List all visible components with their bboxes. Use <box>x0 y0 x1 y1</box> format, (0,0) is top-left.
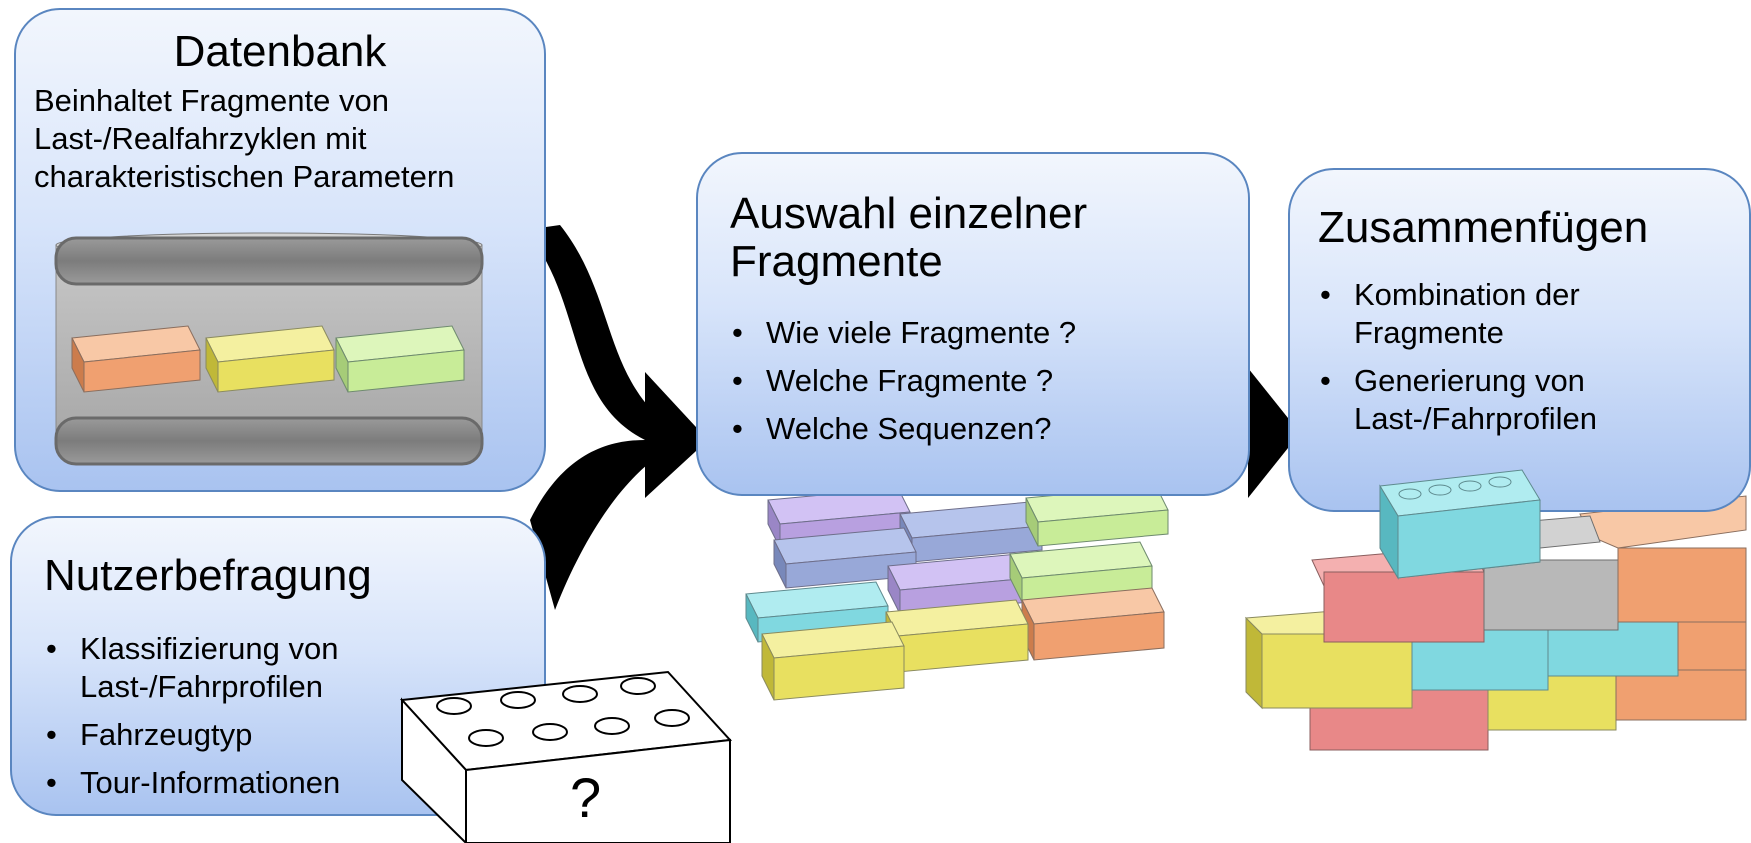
zusammenfuegen-bullet-1: Kombination der Fragmente <box>1318 276 1654 352</box>
auswahl-bullet-1: Wie viele Fragmente ? <box>730 314 1210 352</box>
datenbank-description: Beinhaltet Fragmente von Last-/Realfahrz… <box>34 82 454 196</box>
cylinder-top-ring <box>54 236 484 286</box>
wall-top-brick <box>1379 469 1541 580</box>
brick-green-db <box>335 325 465 393</box>
merge-arrow <box>525 225 708 610</box>
auswahl-bullet-3: Welche Sequenzen? <box>730 410 1210 448</box>
brick-slate-2 <box>773 527 917 589</box>
datenbank-description-line-1: Beinhaltet Fragmente von <box>34 83 389 118</box>
zusammenfuegen-bullet-2: Generierung von Last-/Fahrprofilen <box>1318 362 1751 438</box>
datenbank-title: Datenbank <box>173 27 387 76</box>
zusammenfuegen-title: Zusammenfügen <box>1318 203 1649 252</box>
brick-yellow-2 <box>761 621 905 701</box>
datenbank-description-line-2: Last-/Realfahrzyklen mit <box>34 121 367 156</box>
brick-yellow-db <box>205 325 335 393</box>
brick-orange-db <box>71 325 201 393</box>
datenbank-description-line-3: charakteristischen Parametern <box>34 159 455 194</box>
auswahl-bullets: Wie viele Fragmente ? Welche Fragmente ?… <box>730 314 1210 458</box>
nutzerbefragung-bullets: Klassifizierung von Last-/Fahrprofilen F… <box>44 630 504 812</box>
brick-orange-1 <box>1021 587 1165 661</box>
auswahl-title: Auswahl einzelner Fragmente <box>730 190 1087 286</box>
unknown-brick-label: ? <box>570 766 602 829</box>
nutzerbefragung-title: Nutzerbefragung <box>44 551 372 600</box>
auswahl-title-line-1: Auswahl einzelner <box>730 189 1088 238</box>
unknown-brick <box>399 670 733 843</box>
cylinder-bottom-ring <box>54 416 484 466</box>
zusammenfuegen-bullets: Kombination der Fragmente Generierung vo… <box>1318 276 1738 448</box>
nutzerbefragung-bullet-2: Fahrzeugtyp <box>44 716 504 754</box>
forward-arrow <box>1248 368 1300 498</box>
fragment-pile <box>745 485 1169 701</box>
nutzerbefragung-bullet-1: Klassifizierung von Last-/Fahrprofilen <box>44 630 500 706</box>
auswahl-bullet-2: Welche Fragmente ? <box>730 362 1210 400</box>
auswahl-title-line-2: Fragmente <box>730 237 943 286</box>
nutzerbefragung-bullet-3: Tour-Informationen <box>44 764 504 802</box>
